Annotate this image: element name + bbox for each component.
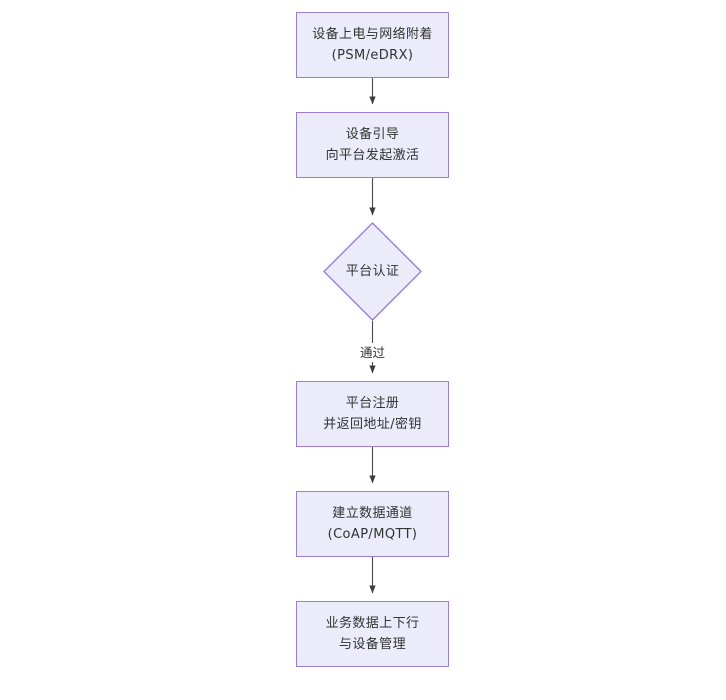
node-device-bootstrap[interactable]: 设备引导 向平台发起激活 [296,112,449,178]
node-platform-authentication[interactable]: 平台认证 [323,222,422,321]
node-text-line: 建立数据通道 [332,506,413,521]
node-text-line: 平台认证 [345,264,400,279]
node-establish-data-channel[interactable]: 建立数据通道 (CoAP/MQTT) [296,491,449,557]
node-text-line: 平台注册 [345,396,400,411]
node-text-line: 设备引导 [345,127,400,142]
node-text-line: 业务数据上下行 [325,616,420,631]
diamond-shape-icon [323,222,422,321]
node-text-line: (PSM/eDRX) [331,48,414,63]
node-device-power-on[interactable]: 设备上电与网络附着 (PSM/eDRX) [296,12,449,78]
node-business-data-and-device-management[interactable]: 业务数据上下行 与设备管理 [296,601,449,667]
node-text-line: 与设备管理 [338,637,406,652]
node-text-line: 向平台发起激活 [325,148,420,163]
edge-label-pass: 通过 [356,343,389,362]
node-text-line: 并返回地址/密钥 [323,417,422,432]
node-text-line: (CoAP/MQTT) [327,527,418,542]
node-platform-registration[interactable]: 平台注册 并返回地址/密钥 [296,381,449,447]
node-text-line: 设备上电与网络附着 [312,27,433,42]
